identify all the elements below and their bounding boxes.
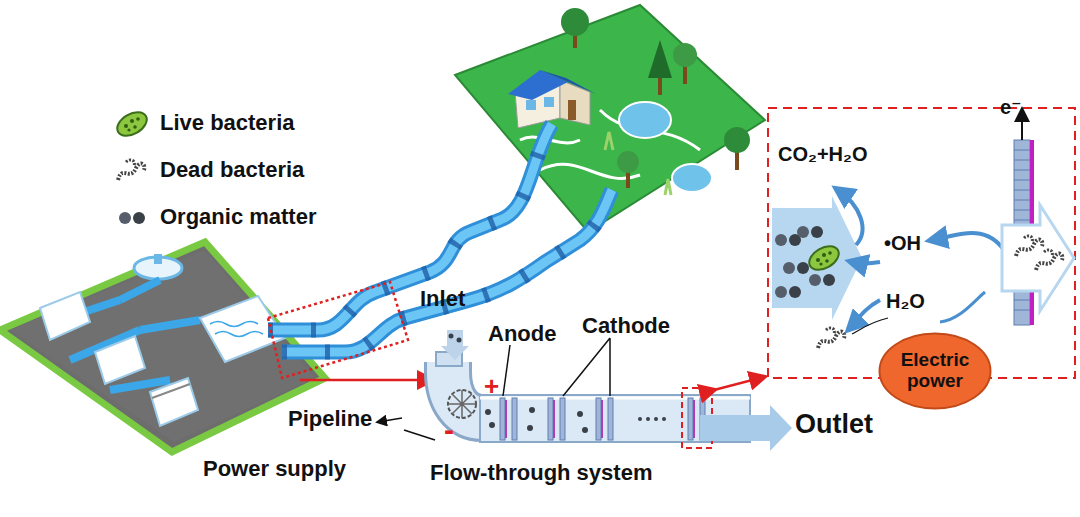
node-body: Electric power xyxy=(890,332,980,410)
product-label: CO₂+H₂O xyxy=(778,143,867,165)
node-text: Electric power xyxy=(890,350,980,392)
anode-label: Anode xyxy=(488,322,556,346)
cathode-label: Cathode xyxy=(582,314,670,338)
polarity-minus: - xyxy=(444,413,454,446)
radical-label: •OH xyxy=(884,232,921,254)
legend-text: Organic matter xyxy=(160,205,317,229)
polarity-plus: + xyxy=(484,372,499,401)
inlet-label: Inlet xyxy=(420,287,465,311)
pipeline-label: Pipeline xyxy=(288,407,372,431)
water-label: H₂O xyxy=(886,290,925,312)
electron-label: e⁻ xyxy=(1000,96,1022,118)
system-label: Flow-through system xyxy=(430,461,652,485)
power-supply-label: Power supply xyxy=(203,457,346,481)
legend-text: Live bacteria xyxy=(160,111,295,135)
outlet-label: Outlet xyxy=(795,410,873,440)
power-ellipse: Electric power xyxy=(878,332,992,410)
legend-text: Dead bacteria xyxy=(160,158,304,182)
